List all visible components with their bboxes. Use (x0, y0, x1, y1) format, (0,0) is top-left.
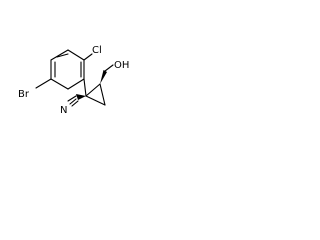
ring-double-bond (56, 53, 69, 58)
cyclopropane-bond (85, 95, 106, 106)
benzene-ring (50, 49, 85, 90)
nitrile-bond (71, 100, 79, 107)
nitrile-bond (69, 98, 77, 105)
nitrile-bond (67, 95, 77, 102)
hydroxyl-label: OH (114, 60, 129, 71)
ring-bond (67, 49, 85, 61)
cyclopropane-bond (99, 83, 106, 106)
wedge-bond-hydroxymethyl (100, 70, 107, 84)
molecule-canvas: Br Cl OH N (0, 0, 152, 152)
molecule-structure-diagram: Br Cl OH N (18, 45, 129, 116)
wedge-bond-nitrile (76, 94, 86, 100)
ring-bond (50, 49, 69, 61)
bond-ring-chlorine (83, 53, 93, 61)
ring-bond (67, 78, 85, 90)
nitrogen-label: N (60, 105, 67, 116)
cyclopropane-bond (85, 83, 101, 97)
bond-ch2-oxygen (104, 64, 114, 72)
ring-bond (50, 78, 69, 90)
chlorine-label: Cl (92, 45, 102, 56)
bond-ring-bromine (35, 78, 52, 89)
bond-ring-quaternary (83, 78, 87, 97)
bromine-label: Br (18, 89, 30, 100)
substituent-bonds (35, 53, 114, 107)
